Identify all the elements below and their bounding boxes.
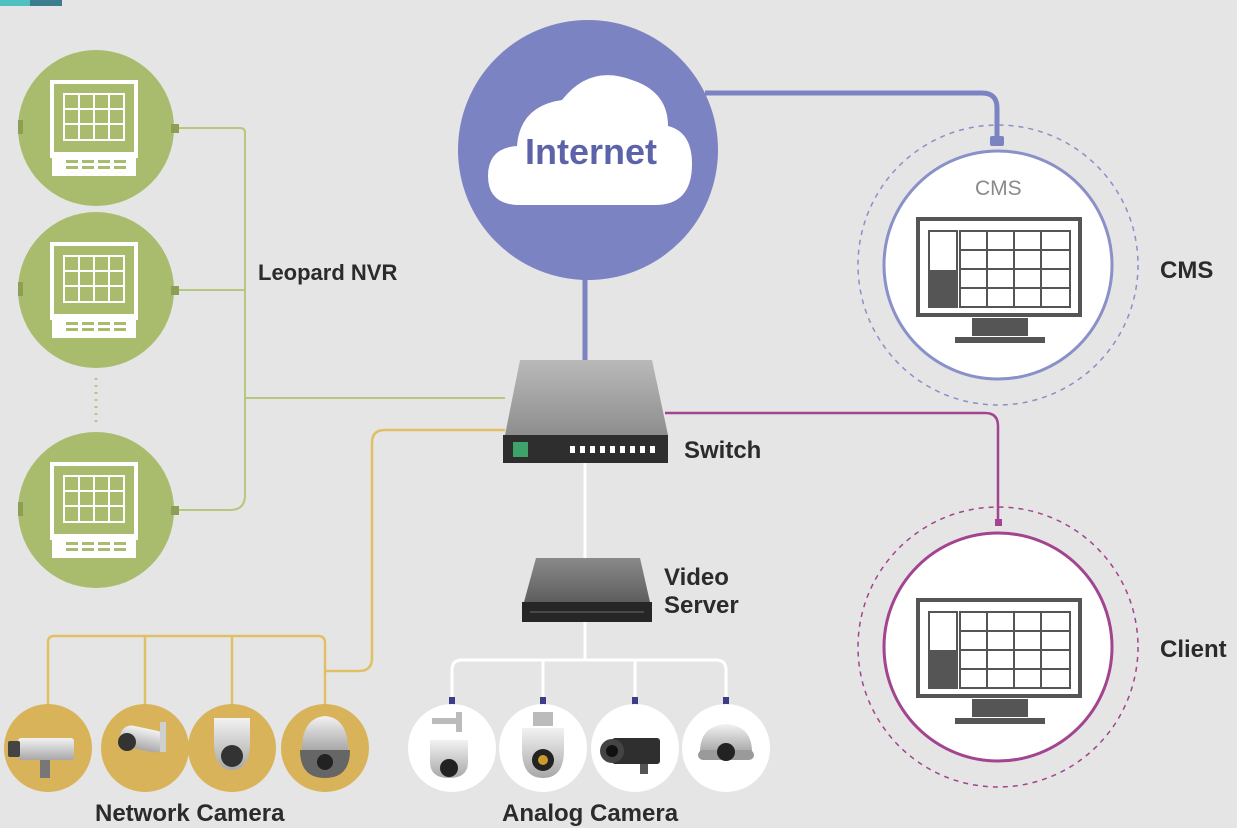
client-connector bbox=[995, 519, 1002, 526]
accent-segment-dark-teal bbox=[30, 0, 62, 6]
cms-node bbox=[857, 124, 1139, 406]
monitor-grid-icon bbox=[50, 80, 138, 176]
network-camera-lines bbox=[46, 428, 505, 705]
network-camera-icon bbox=[281, 704, 369, 792]
cms-inner-label: CMS bbox=[975, 177, 1022, 200]
analog-camera-icon bbox=[682, 704, 770, 792]
internet-label: Internet bbox=[525, 131, 658, 172]
client-label: Client bbox=[1160, 636, 1227, 663]
cloud-icon bbox=[488, 75, 692, 205]
analog-camera-icon bbox=[408, 704, 496, 792]
analog-camera-group bbox=[408, 704, 770, 792]
analog-camera-lines bbox=[450, 462, 728, 700]
switch-label: Switch bbox=[684, 437, 762, 464]
internet-node bbox=[458, 20, 718, 280]
nvr-unit-2 bbox=[16, 210, 181, 370]
network-camera-icon bbox=[188, 704, 276, 792]
network-switch-icon bbox=[503, 360, 668, 463]
leopard-nvr-label: Leopard NVR bbox=[258, 260, 398, 285]
video-server-label-line1: Video bbox=[664, 564, 729, 591]
network-camera-icon bbox=[101, 704, 189, 792]
cms-connector bbox=[990, 136, 1004, 146]
workstation-monitor-icon bbox=[916, 598, 1082, 724]
client-line bbox=[665, 411, 1000, 525]
top-accent-bar bbox=[0, 0, 62, 6]
workstation-monitor-icon bbox=[916, 217, 1082, 343]
internet-lines bbox=[582, 90, 1000, 360]
video-server-label-line2: Server bbox=[664, 592, 739, 619]
nvr-connection-lines bbox=[175, 127, 505, 511]
nvr-unit-3 bbox=[16, 430, 181, 590]
accent-segment-teal bbox=[0, 0, 30, 6]
analog-camera-label: Analog Camera bbox=[502, 800, 679, 827]
analog-camera-icon bbox=[591, 704, 679, 792]
analog-camera-connectors bbox=[449, 697, 729, 705]
analog-camera-icon bbox=[499, 704, 587, 792]
nvr-unit bbox=[18, 50, 179, 206]
network-camera-label: Network Camera bbox=[95, 800, 285, 827]
cms-label: CMS bbox=[1160, 257, 1214, 284]
network-camera-icon bbox=[4, 704, 92, 792]
client-node bbox=[857, 506, 1139, 788]
video-server-icon bbox=[522, 558, 652, 622]
network-camera-group bbox=[4, 704, 369, 792]
